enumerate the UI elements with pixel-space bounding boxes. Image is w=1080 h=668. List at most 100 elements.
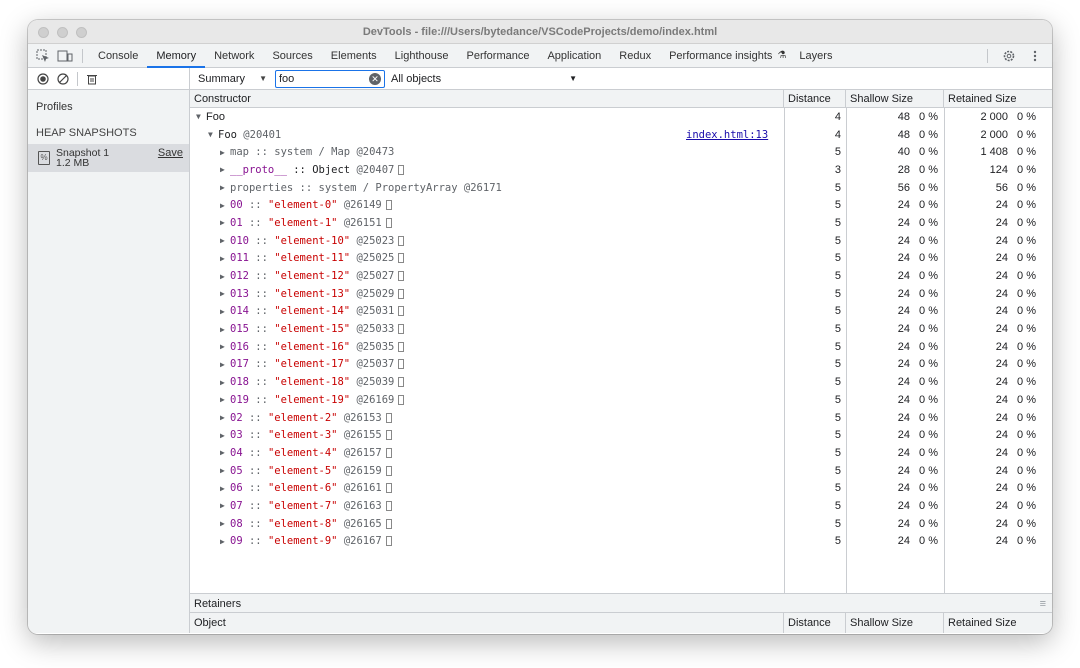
minimize-window-button[interactable] [57,27,68,38]
retainers-column-distance[interactable]: Distance [784,613,846,633]
collapsed-triangle-icon[interactable]: ▶ [220,448,225,458]
object-name-part: "element-3" [267,429,338,442]
table-row[interactable]: ▶properties :: system / PropertyArray @2… [190,179,1052,197]
tab-performance-insights[interactable]: Performance insights⚗ [660,44,790,68]
tab-sources[interactable]: Sources [272,49,313,62]
tab-redux[interactable]: Redux [619,49,652,62]
collapsed-triangle-icon[interactable]: ▶ [220,271,225,281]
collapsed-triangle-icon[interactable]: ▶ [220,395,225,405]
collapsed-triangle-icon[interactable]: ▶ [220,200,225,210]
collapsed-triangle-icon[interactable]: ▶ [220,501,225,511]
distance-cell: 5 [834,305,841,318]
zoom-window-button[interactable] [76,27,87,38]
tab-lighthouse[interactable]: Lighthouse [394,49,449,62]
collapsed-triangle-icon[interactable]: ▶ [220,342,225,352]
tab-memory[interactable]: Memory [147,44,205,68]
more-options-icon[interactable] [1024,44,1046,68]
retained-size-percent: 0 % [1017,163,1036,176]
object-scope-select[interactable]: All objects ▼ [391,70,581,88]
collapsed-triangle-icon[interactable]: ▶ [220,377,225,387]
source-location-link[interactable]: index.html:13 [686,128,769,141]
tab-network[interactable]: Network [214,49,255,62]
column-header-constructor[interactable]: Constructor [190,90,784,107]
close-window-button[interactable] [38,27,49,38]
tab-performance[interactable]: Performance [466,49,530,62]
collapsed-triangle-icon[interactable]: ▶ [220,147,225,157]
collapsed-triangle-icon[interactable]: ▶ [220,519,225,529]
retainers-column-shallow-size[interactable]: Shallow Size [846,613,944,633]
tab-console[interactable]: Console [98,49,139,62]
collapsed-triangle-icon[interactable]: ▶ [220,236,225,246]
object-name-part: @26165 [337,517,382,530]
collapsed-triangle-icon[interactable]: ▶ [220,466,225,476]
device-toolbar-icon[interactable] [54,44,76,68]
resize-grip-icon[interactable]: ≡ [1039,598,1046,610]
retainers-column-retained-size[interactable]: Retained Size [948,617,1017,629]
tab-application[interactable]: Application [547,49,602,62]
retainers-panel-header[interactable]: Retainers ≡ [190,593,1052,613]
column-header-distance[interactable]: Distance [784,90,846,107]
save-snapshot-link[interactable]: Save [157,147,183,159]
view-mode-select[interactable]: Summary ▼ [196,70,269,88]
collapsed-triangle-icon[interactable]: ▶ [220,165,225,175]
collect-garbage-icon[interactable] [83,70,101,88]
retainers-column-object[interactable]: Object [190,613,784,633]
collapsed-triangle-icon[interactable]: ▶ [220,218,225,228]
collapsed-triangle-icon[interactable]: ▶ [220,483,225,493]
object-name-part: "element-14" [274,305,351,318]
collapsed-triangle-icon[interactable]: ▶ [220,430,225,440]
collapsed-triangle-icon[interactable]: ▶ [220,183,225,193]
collapsed-triangle-icon[interactable]: ▶ [220,413,225,423]
collapsed-triangle-icon[interactable]: ▶ [220,536,225,546]
collapsed-triangle-icon[interactable]: ▶ [220,306,225,316]
retained-size-percent: 0 % [1017,110,1036,123]
collapsed-triangle-icon[interactable]: ▶ [220,253,225,263]
clear-filter-icon[interactable]: ✕ [368,72,381,85]
expanded-triangle-icon[interactable]: ▼ [208,130,213,140]
snapshot-item[interactable]: % Snapshot 1 1.2 MB Save [28,144,189,172]
clear-profiles-icon[interactable] [54,70,72,88]
column-header-retained-size[interactable]: Retained Size [948,93,1017,105]
collapsed-triangle-icon[interactable]: ▶ [220,359,225,369]
class-filter-box[interactable]: ✕ [274,69,385,88]
settings-gear-icon[interactable] [998,44,1020,68]
expanded-triangle-icon[interactable]: ▼ [196,112,201,122]
column-header-shallow-size[interactable]: Shallow Size [846,90,944,107]
record-heap-snapshot-icon[interactable] [34,70,52,88]
collapsed-triangle-icon[interactable]: ▶ [220,324,225,334]
shallow-size-percent: 0 % [919,199,938,212]
tab-layers[interactable]: Layers [799,49,833,62]
distance-cell: 5 [834,146,841,159]
tab-elements[interactable]: Elements [330,49,377,62]
inspect-element-icon[interactable] [32,44,54,68]
column-divider [784,108,785,593]
collapsed-triangle-icon[interactable]: ▶ [220,289,225,299]
class-filter-input[interactable] [278,72,365,85]
